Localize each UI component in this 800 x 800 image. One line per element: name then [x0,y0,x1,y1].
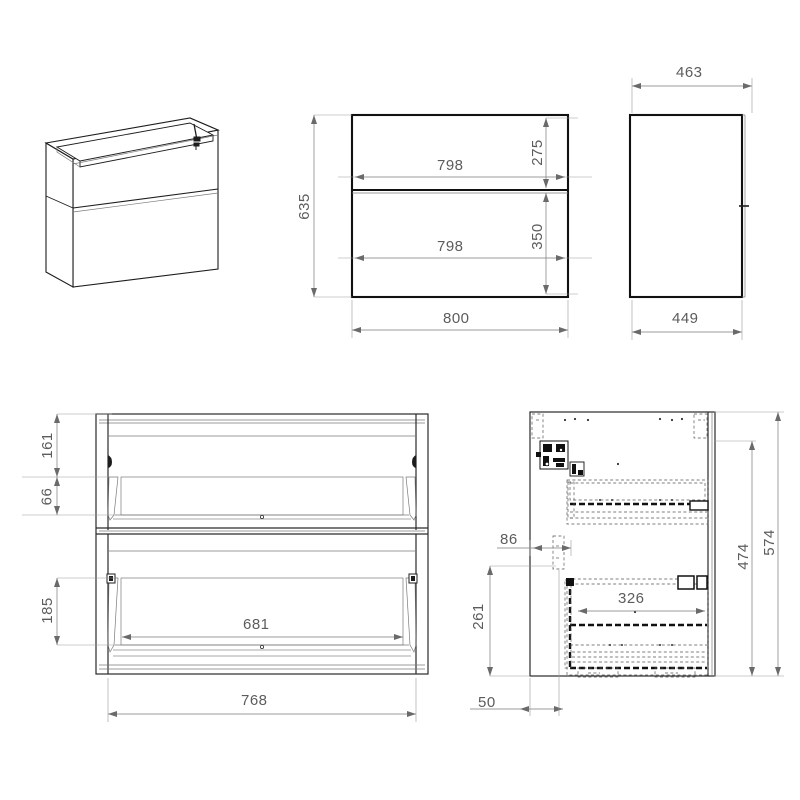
dim-label-bottom-depth: 449 [672,310,699,327]
dim-label-base-offset: 50 [478,694,496,711]
dim-upper-front-width [338,174,592,180]
dim-label-top-offset: 86 [500,531,518,548]
dim-label-total-width: 800 [443,310,470,327]
dim-drawer-depth [578,608,705,614]
dim-label-carcass-height: 574 [760,529,778,556]
dim-label-top-depth: 463 [676,64,703,81]
dim-inner-carcass-width [107,678,417,722]
dim-lower-drawer-height-section [487,565,556,677]
dim-label-lower-front-width: 798 [437,238,464,255]
hinge-hardware-detail [536,440,585,477]
dim-label-inner-drawer-width: 681 [243,616,270,633]
dim-base-offset [470,570,563,716]
dim-label-inner-height: 474 [734,543,752,570]
dim-label-drawer-depth: 326 [618,590,645,607]
dim-bottom-depth [631,300,743,340]
isometric-view [44,112,227,288]
bottom-fixings [577,667,696,678]
lower-drawer-section [564,575,709,676]
dim-total-width [351,300,569,338]
dim-label-upper-front-width: 798 [437,157,464,174]
front-section-view [22,413,429,722]
dim-label-inner-carcass-width: 768 [241,692,268,709]
front-elevation-view [311,113,592,338]
dim-top-offset [497,540,572,556]
dim-upper-drawer-height [543,117,578,188]
dim-upper-rail-height [22,476,118,516]
dim-label-upper-drawer-height: 275 [528,139,546,166]
upper-drawer-box [107,476,417,521]
side-section-view [470,411,784,716]
lower-drawer-box [106,573,418,657]
dim-top-depth [631,78,753,113]
iso-hardware-marker [193,123,201,150]
dim-lower-inner-height [54,577,118,646]
dim-label-lower-inner-height: 185 [38,597,56,624]
dim-lower-front-width [338,255,592,261]
dim-label-upper-rail-height: 66 [38,487,56,506]
dim-label-lower-drawer-height-section: 261 [469,603,487,630]
dim-inner-drawer-width [122,634,403,640]
top-fixings [531,413,708,439]
dim-total-height [311,114,352,298]
dim-upper-inner-height [54,413,118,478]
dim-label-total-height: 635 [295,193,313,220]
dim-inner-height [714,440,756,676]
dim-carcass-height [714,411,784,677]
dim-lower-drawer-height [543,193,578,295]
dim-label-lower-drawer-height: 350 [528,223,546,250]
upper-drawer-section [566,479,709,525]
side-elevation-view [628,78,753,340]
dim-label-upper-inner-height: 161 [38,432,56,459]
